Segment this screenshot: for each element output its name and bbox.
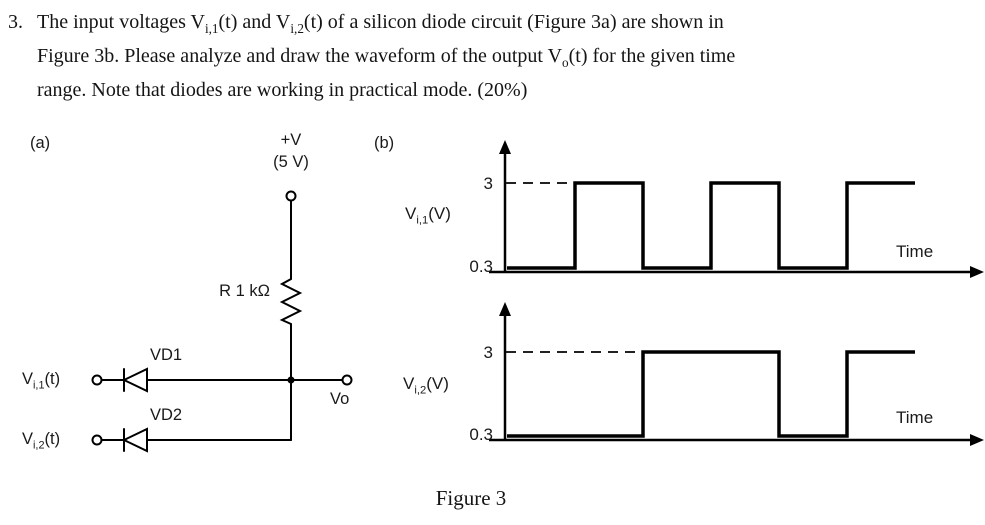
x-axis-label: Time — [896, 242, 934, 261]
problem-line-2: Figure 3b. Please analyze and draw the w… — [8, 39, 976, 73]
x-axis-arrow — [970, 434, 984, 446]
diode2-body — [121, 427, 148, 453]
supply-terminal — [285, 190, 297, 202]
subscript: o — [562, 55, 569, 70]
subscript: i,2 — [33, 439, 45, 452]
junction-node — [287, 376, 295, 384]
y-tick-high: 3 — [483, 174, 493, 193]
waveform-plot-vi1: 3 0.3 Vi,1(V) Time — [395, 138, 985, 293]
subscript: i,2 — [290, 21, 304, 36]
resistor-label: R 1 kΩ — [219, 282, 270, 300]
subscript: i,1 — [416, 214, 429, 227]
waveform-trace — [507, 181, 915, 270]
input1-terminal — [91, 374, 103, 386]
panel-a-label: (a) — [30, 134, 51, 152]
y-axis-label-main: V — [405, 204, 417, 223]
diode1-body — [121, 367, 148, 393]
problem-statement: 3.The input voltages Vi,1(t) and Vi,2(t)… — [8, 5, 976, 107]
input2-label: Vi,2(t) — [22, 430, 61, 452]
y-axis-arrow — [499, 302, 511, 316]
input2-terminal — [91, 434, 103, 446]
diode1-label: VD1 — [150, 346, 183, 364]
subscript: i,2 — [414, 384, 427, 397]
x-axis-label: Time — [896, 408, 934, 427]
problem-text-segment: (t) for the given time — [568, 45, 736, 67]
y-tick-low: 0.3 — [469, 257, 493, 276]
waveform-trace — [507, 350, 915, 438]
y-tick-low: 0.3 — [469, 425, 493, 444]
vi2-plot-canvas — [489, 302, 984, 446]
y-tick-high: 3 — [483, 343, 493, 362]
problem-text-segment: Figure 3b. Please analyze and draw the w… — [37, 45, 563, 67]
problem-text-segment: (t) of a silicon diode circuit (Figure 3… — [303, 11, 724, 33]
y-axis-label-suffix: (V) — [426, 374, 449, 393]
circuit-panel: +V (5 V) R 1 kΩ VD1 VD2 Vi,1(t) Vi,2(t) … — [20, 130, 385, 480]
subscript: i,1 — [204, 21, 219, 36]
resistor-symbol — [279, 275, 303, 328]
circuit-schematic — [91, 190, 353, 453]
output-label: Vo — [330, 390, 350, 408]
problem-number: 3. — [8, 11, 23, 33]
panel-b-label: (b) — [374, 134, 395, 152]
input1-label: Vi,1(t) — [22, 370, 61, 392]
problem-text-segment: (t) and V — [218, 11, 291, 33]
y-axis-label: Vi,1(V) — [405, 204, 451, 227]
problem-line-3: range. Note that diodes are working in p… — [8, 73, 976, 107]
input2-label-main: V — [22, 430, 34, 448]
problem-text-segment: The input voltages V — [37, 11, 205, 33]
y-axis-label-main: V — [403, 374, 415, 393]
y-axis-label-suffix: (V) — [428, 204, 451, 223]
y-axis-label: Vi,2(V) — [403, 374, 449, 397]
figure-caption: Figure 3 — [435, 486, 507, 510]
problem-text-segment: range. Note that diodes are working in p… — [37, 79, 528, 101]
subscript: i,1 — [33, 379, 45, 392]
waveform-plot-vi2: 3 0.3 Vi,2(V) Time — [395, 300, 985, 460]
problem-line-1: 3. The input voltages Vi,1(t) and Vi,2(t)… — [8, 5, 976, 39]
supply-label: +V — [280, 131, 302, 149]
vi1-plot-canvas — [489, 140, 984, 278]
x-axis-arrow — [970, 266, 984, 278]
input1-label-suffix: (t) — [44, 370, 61, 388]
output-terminal — [341, 374, 353, 386]
input2-label-suffix: (t) — [44, 430, 61, 448]
y-axis-arrow — [499, 140, 511, 154]
diode2-label: VD2 — [150, 406, 183, 424]
input1-label-main: V — [22, 370, 34, 388]
supply-voltage-label: (5 V) — [273, 153, 309, 171]
